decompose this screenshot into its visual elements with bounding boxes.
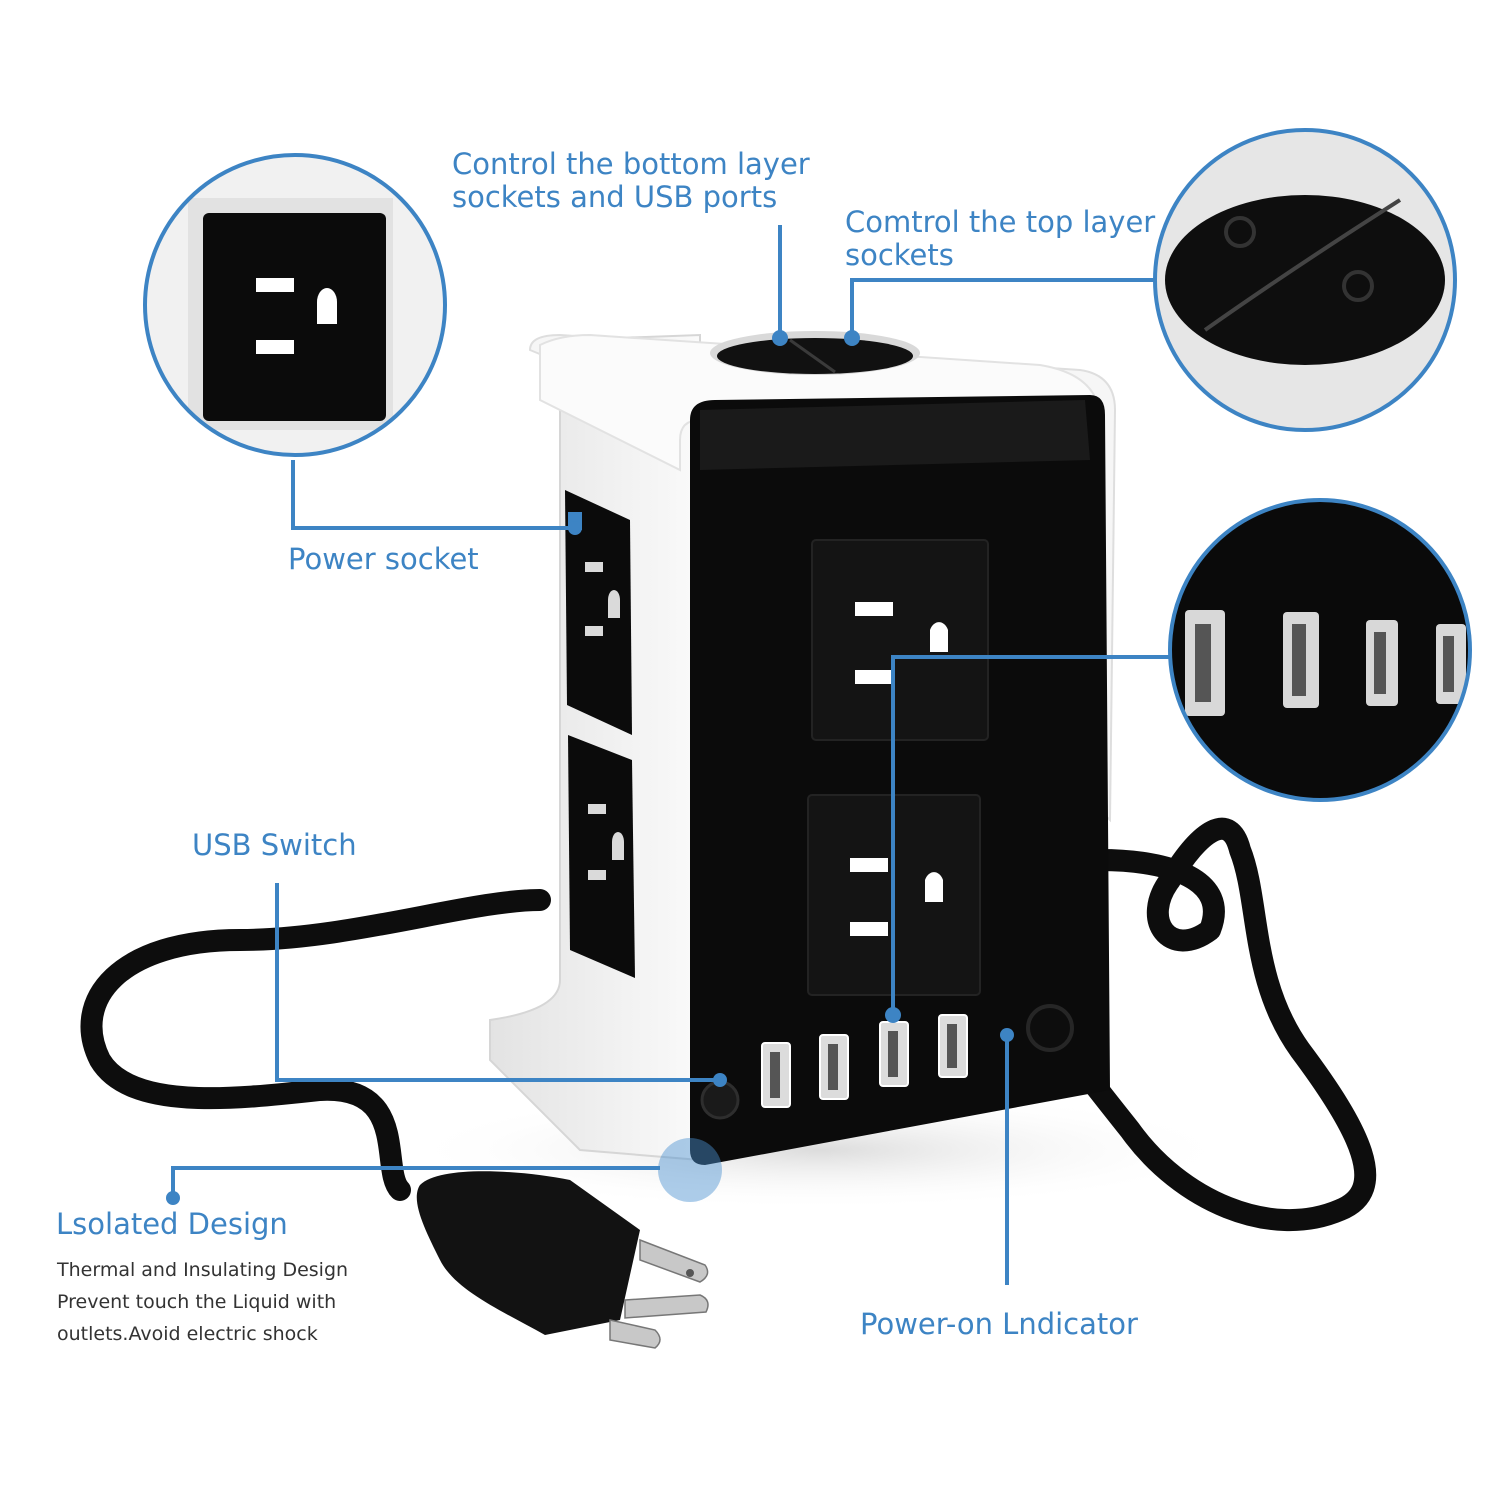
side-socket-lower — [568, 735, 635, 978]
power-plug-icon — [416, 1171, 709, 1349]
usb-switch-button — [700, 1080, 740, 1120]
label-usb-switch: USB Switch — [192, 828, 357, 862]
callout-lines — [171, 225, 1170, 1285]
power-button-closeup-icon — [1153, 128, 1457, 432]
power-tower — [489, 331, 1117, 1165]
side-socket-upper — [565, 490, 632, 735]
isolated-highlight-marker — [658, 1138, 722, 1202]
label-power-on-indicator: Power-on Lndicator — [860, 1307, 1138, 1341]
label-isolated-design: Lsolated Design — [56, 1207, 288, 1241]
label-power-socket: Power socket — [288, 542, 479, 576]
power-socket-closeup-icon — [143, 153, 447, 457]
callout-dots — [166, 330, 1014, 1205]
power-cord — [80, 817, 1377, 1232]
usb-ports-closeup-icon — [1168, 498, 1472, 802]
isolated-design-description: Thermal and Insulating Design Prevent to… — [57, 1259, 349, 1345]
label-control-top-layer: Comtrol the top layer sockets — [845, 205, 1156, 272]
front-socket-upper — [811, 539, 989, 741]
label-control-bottom-layer: Control the bottom layer sockets and USB… — [452, 147, 810, 214]
